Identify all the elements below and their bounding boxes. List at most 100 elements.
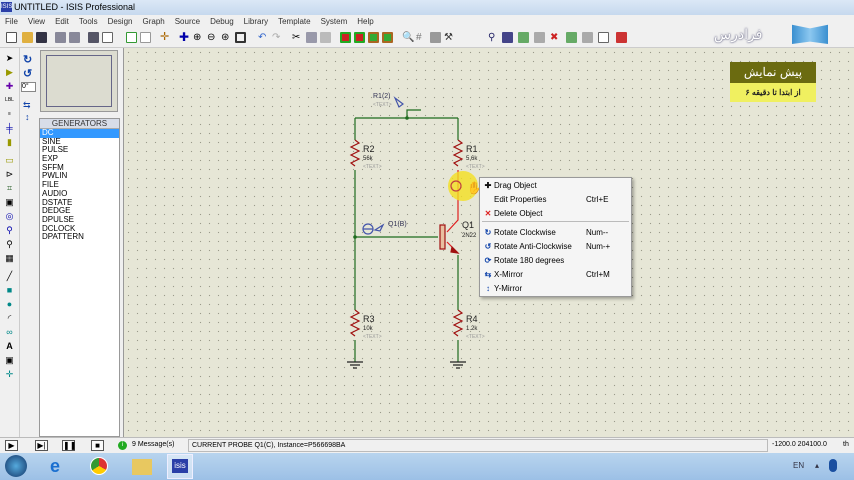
menu-debug[interactable]: Debug xyxy=(210,17,234,26)
tape-icon[interactable]: ▣ xyxy=(5,197,14,207)
generator-item-dedge[interactable]: DEDGE xyxy=(42,206,71,216)
block-move-icon[interactable] xyxy=(354,32,365,43)
resistor-r3[interactable] xyxy=(349,309,361,337)
menu-library[interactable]: Library xyxy=(243,17,269,26)
graph-icon[interactable]: ⌗ xyxy=(6,183,13,193)
component-mode-icon[interactable]: ▶ xyxy=(6,67,13,77)
redraw-icon[interactable] xyxy=(126,32,137,43)
block-copy-icon[interactable] xyxy=(340,32,351,43)
block-delete-icon[interactable] xyxy=(382,32,393,43)
property-tool-icon[interactable] xyxy=(502,32,513,43)
device-pin-icon[interactable]: ⊳ xyxy=(5,169,14,179)
message-count[interactable]: 9 Message(s) xyxy=(132,441,175,448)
open-icon[interactable] xyxy=(22,32,33,43)
bom-icon[interactable] xyxy=(534,32,545,43)
generator-item-sine[interactable]: SINE xyxy=(42,136,61,146)
zoom-out-icon[interactable]: ⊖ xyxy=(207,32,216,43)
select-mode-icon[interactable]: ➤ xyxy=(5,53,14,63)
origin-icon[interactable]: ✛ xyxy=(160,31,170,43)
bluetooth-icon[interactable] xyxy=(829,459,837,472)
subcircuit-icon[interactable]: ▮ xyxy=(7,137,12,147)
menu-item-delete-object[interactable]: ✕Delete Object xyxy=(480,207,631,220)
redo-icon[interactable]: ↷ xyxy=(272,32,281,43)
pan-icon[interactable]: ✚ xyxy=(179,30,190,44)
wire-label-icon[interactable]: LBL xyxy=(5,97,14,103)
y-mirror-icon[interactable]: ↕ xyxy=(25,112,30,122)
text-script-icon[interactable]: ≡ xyxy=(8,111,11,117)
menu-source[interactable]: Source xyxy=(174,17,201,26)
generator-item-pulse[interactable]: PULSE xyxy=(42,145,69,155)
import-icon[interactable] xyxy=(55,32,66,43)
grid-icon[interactable] xyxy=(140,32,151,43)
voltage-probe-icon[interactable]: ⚲ xyxy=(6,225,13,235)
symbol-icon[interactable]: ▣ xyxy=(5,355,14,365)
export-icon[interactable] xyxy=(69,32,80,43)
x-mirror-icon[interactable]: ⇆ xyxy=(23,100,31,110)
zoom-area-icon[interactable] xyxy=(235,32,246,43)
netlist-icon[interactable] xyxy=(518,32,529,43)
tray-arrow-icon[interactable]: ▴ xyxy=(815,461,820,470)
erc-icon[interactable]: ✖ xyxy=(550,32,559,43)
generator-item-exp[interactable]: EXP xyxy=(42,154,59,164)
menu-item-y-mirror[interactable]: ↕Y-Mirror xyxy=(480,282,631,295)
terminal-icon[interactable]: ▭ xyxy=(5,155,14,165)
start-button[interactable] xyxy=(5,455,27,477)
menu-template[interactable]: Template xyxy=(278,17,311,26)
junction-mode-icon[interactable]: ✚ xyxy=(5,81,14,91)
line-icon[interactable]: ╱ xyxy=(6,271,13,281)
voltage-probe-icon[interactable] xyxy=(393,96,404,108)
new-icon[interactable] xyxy=(6,32,17,43)
step-button[interactable]: ▶| xyxy=(35,440,48,451)
pause-button[interactable]: ❚❚ xyxy=(62,440,77,451)
rotation-input[interactable]: 0° xyxy=(21,82,36,92)
overview-window[interactable] xyxy=(40,50,118,112)
zoom-all-icon[interactable]: ⊛ xyxy=(221,32,230,43)
generator-item-dpattern[interactable]: DPATTERN xyxy=(42,232,84,242)
paste-icon[interactable] xyxy=(320,32,331,43)
text-icon[interactable]: A xyxy=(6,341,13,351)
ie-icon[interactable]: e xyxy=(50,456,61,476)
menu-item-drag-object[interactable]: ✚Drag Object xyxy=(480,179,631,192)
generator-item-dc[interactable]: DC xyxy=(40,128,119,138)
box-icon[interactable]: ■ xyxy=(6,285,13,295)
menu-system[interactable]: System xyxy=(320,17,348,26)
circle-icon[interactable]: ● xyxy=(6,299,13,309)
generator-item-sffm[interactable]: SFFM xyxy=(42,162,64,172)
zoom-in-icon[interactable]: ⊕ xyxy=(193,32,202,43)
decompose-icon[interactable]: ⚒ xyxy=(444,32,453,43)
packaging-icon[interactable] xyxy=(430,32,441,43)
resistor-r4[interactable] xyxy=(452,309,464,337)
message-icon[interactable]: i xyxy=(118,441,127,450)
generator-item-dpulse[interactable]: DPULSE xyxy=(42,214,75,224)
menu-graph[interactable]: Graph xyxy=(142,17,165,26)
ares-icon[interactable] xyxy=(616,32,627,43)
resistor-r1[interactable] xyxy=(452,139,464,167)
menu-item-rotate-180-degrees[interactable]: ⟳Rotate 180 degrees xyxy=(480,254,631,267)
undo-icon[interactable]: ↶ xyxy=(258,32,267,43)
isis-taskbar-button[interactable]: isis xyxy=(167,454,193,479)
menu-view[interactable]: View xyxy=(27,17,46,26)
netlist-ares-icon[interactable] xyxy=(566,32,577,43)
menu-help[interactable]: Help xyxy=(357,17,374,26)
resistor-r2[interactable] xyxy=(349,139,361,167)
generator-item-pwlin[interactable]: PWLIN xyxy=(42,171,68,181)
pick-device-icon[interactable]: 🔍 xyxy=(402,32,415,43)
menu-edit[interactable]: Edit xyxy=(55,17,69,26)
bus-icon[interactable]: ╪ xyxy=(6,123,13,133)
menu-tools[interactable]: Tools xyxy=(78,17,98,26)
cut-icon[interactable]: ✂ xyxy=(292,32,301,43)
menu-file[interactable]: File xyxy=(5,17,18,26)
save-icon[interactable] xyxy=(36,32,47,43)
sheet-icon[interactable] xyxy=(582,32,593,43)
virtual-instrument-icon[interactable]: ▦ xyxy=(5,253,14,263)
stop-button[interactable]: ■ xyxy=(91,440,104,451)
language-indicator[interactable]: EN xyxy=(793,461,805,470)
rotate-ccw-icon[interactable]: ↺ xyxy=(23,68,33,80)
menu-design[interactable]: Design xyxy=(107,17,133,26)
new-sheet-icon[interactable] xyxy=(598,32,609,43)
print-area-icon[interactable] xyxy=(102,32,113,43)
explorer-icon[interactable] xyxy=(132,459,152,475)
